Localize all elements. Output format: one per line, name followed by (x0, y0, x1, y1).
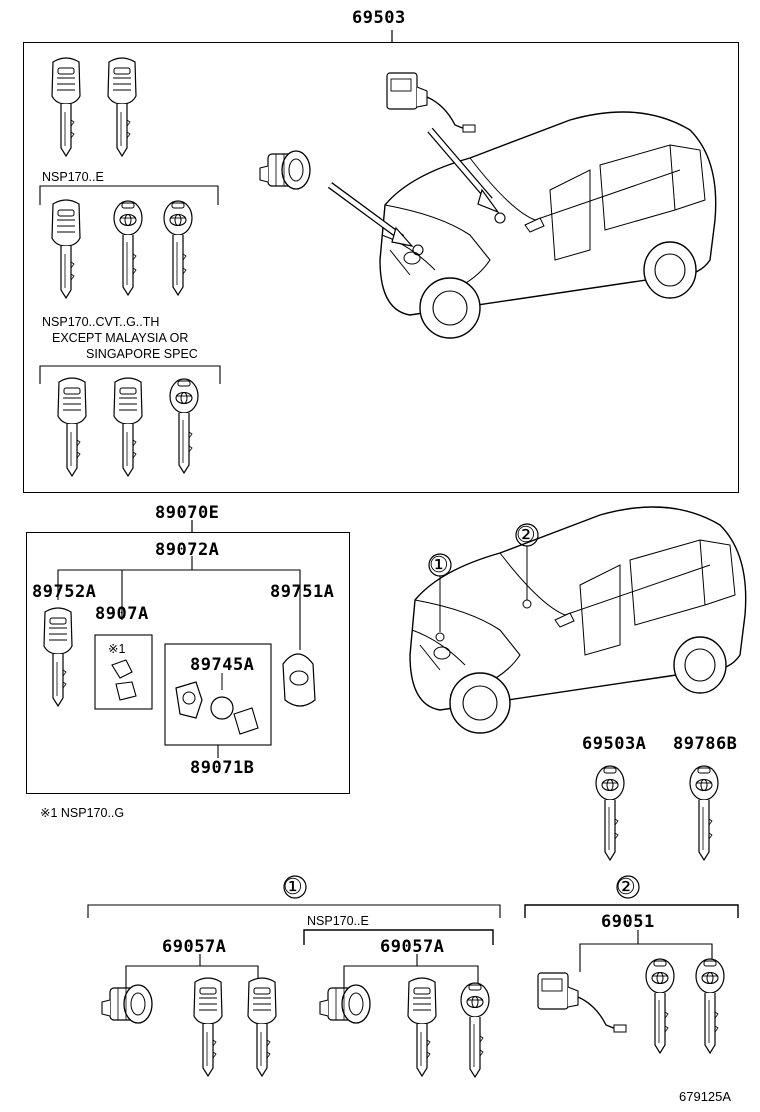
part-number-69051[interactable]: 69051 (601, 912, 655, 932)
part-number-69503a[interactable]: 69503A (582, 734, 647, 754)
note-variant-b-line2: EXCEPT MALAYSIA OR (52, 331, 189, 345)
group1-note: NSP170..E (307, 914, 369, 928)
note-variant-a: NSP170..E (42, 170, 104, 184)
note-variant-b-line1: NSP170..CVT..G..TH (42, 315, 160, 329)
part-number-69503[interactable]: 69503 (352, 8, 406, 28)
note-variant-b-line3: SINGAPORE SPEC (86, 347, 198, 361)
part-number-89070e[interactable]: 89070E (155, 503, 220, 523)
part-number-89786b[interactable]: 89786B (673, 734, 738, 754)
part-number-89752a[interactable]: 89752A (32, 582, 97, 602)
footnote: ※1 NSP170..G (40, 806, 125, 820)
part-number-89071b[interactable]: 89071B (190, 758, 255, 778)
insert-note-mark: ※1 (108, 642, 126, 656)
part-number-89072a[interactable]: 89072A (155, 540, 220, 560)
group1-label[interactable]: ① (283, 874, 303, 899)
part-number-69057a-right[interactable]: 69057A (380, 937, 445, 957)
part-number-89745a[interactable]: 89745A (190, 655, 255, 675)
group2-label[interactable]: ② (616, 874, 636, 899)
part-number-69057a-left[interactable]: 69057A (162, 937, 227, 957)
callout-1-on-car[interactable]: ① (429, 552, 449, 577)
middle-group-frame (26, 532, 350, 794)
diagram-id: 679125A (679, 1089, 732, 1104)
part-number-89751a[interactable]: 89751A (270, 582, 335, 602)
top-group-frame (23, 42, 739, 493)
